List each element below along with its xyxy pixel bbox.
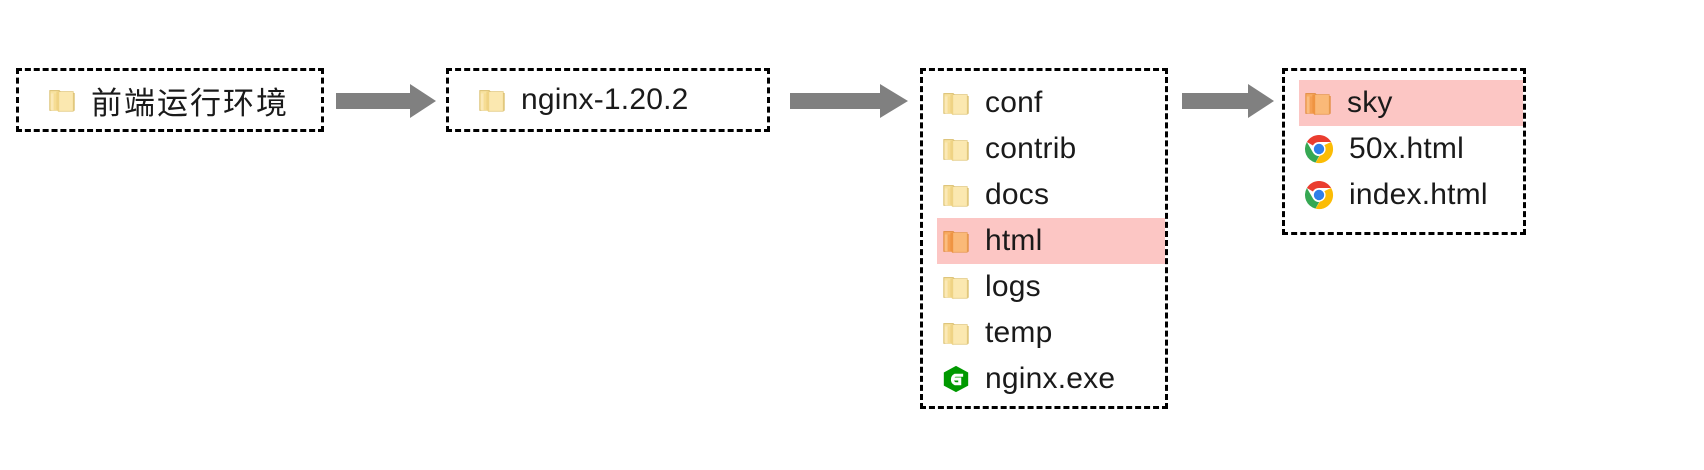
- folder-icon: [47, 85, 77, 115]
- entry-label: logs: [985, 270, 1041, 303]
- list-item-50x-html[interactable]: 50x.html: [1299, 126, 1523, 172]
- entry-label: conf: [985, 86, 1043, 119]
- list-item-html[interactable]: html: [937, 218, 1165, 264]
- entry-label: temp: [985, 316, 1053, 349]
- entry-label: nginx.exe: [985, 362, 1116, 395]
- folder-icon: [1303, 88, 1333, 118]
- folder-icon: [941, 134, 971, 164]
- chrome-icon: [1303, 133, 1335, 165]
- entry-label: 前端运行环境: [91, 85, 289, 121]
- list-item[interactable]: nginx-1.20.2: [477, 77, 689, 123]
- arrow-step1-to-step2: [336, 84, 436, 118]
- folder-icon: [941, 318, 971, 348]
- list-item-sky[interactable]: sky: [1299, 80, 1523, 126]
- entry-label: html: [985, 224, 1043, 257]
- folder-icon: [941, 272, 971, 302]
- node-nginx-release-folder[interactable]: nginx-1.20.2: [446, 68, 770, 132]
- entry-label: contrib: [985, 132, 1077, 165]
- list-item-conf[interactable]: conf: [937, 80, 1165, 126]
- entry-label: 50x.html: [1349, 132, 1464, 165]
- arrow-step2-to-step3: [790, 84, 908, 118]
- entry-label: sky: [1347, 86, 1393, 119]
- arrow-step3-to-step4: [1182, 84, 1274, 118]
- folder-icon: [477, 85, 507, 115]
- list-item-index-html[interactable]: index.html: [1299, 172, 1523, 218]
- list-item-nginx-exe[interactable]: nginx.exe: [937, 356, 1165, 402]
- folder-icon: [941, 88, 971, 118]
- entry-label: index.html: [1349, 178, 1488, 211]
- folder-icon: [941, 226, 971, 256]
- list-item-contrib[interactable]: contrib: [937, 126, 1165, 172]
- entry-label: docs: [985, 178, 1050, 211]
- list-item-logs[interactable]: logs: [937, 264, 1165, 310]
- nginx-exe-icon: [941, 364, 971, 394]
- list-item-temp[interactable]: temp: [937, 310, 1165, 356]
- node-nginx-directory-listing[interactable]: conf contrib: [920, 68, 1168, 409]
- chrome-icon: [1303, 179, 1335, 211]
- folder-icon: [941, 180, 971, 210]
- node-html-directory-listing[interactable]: sky 50x.html: [1282, 68, 1526, 235]
- entry-label: nginx-1.20.2: [521, 83, 689, 116]
- node-front-end-runtime-folder[interactable]: 前端运行环境: [16, 68, 324, 132]
- list-item-docs[interactable]: docs: [937, 172, 1165, 218]
- list-item[interactable]: 前端运行环境: [47, 77, 289, 123]
